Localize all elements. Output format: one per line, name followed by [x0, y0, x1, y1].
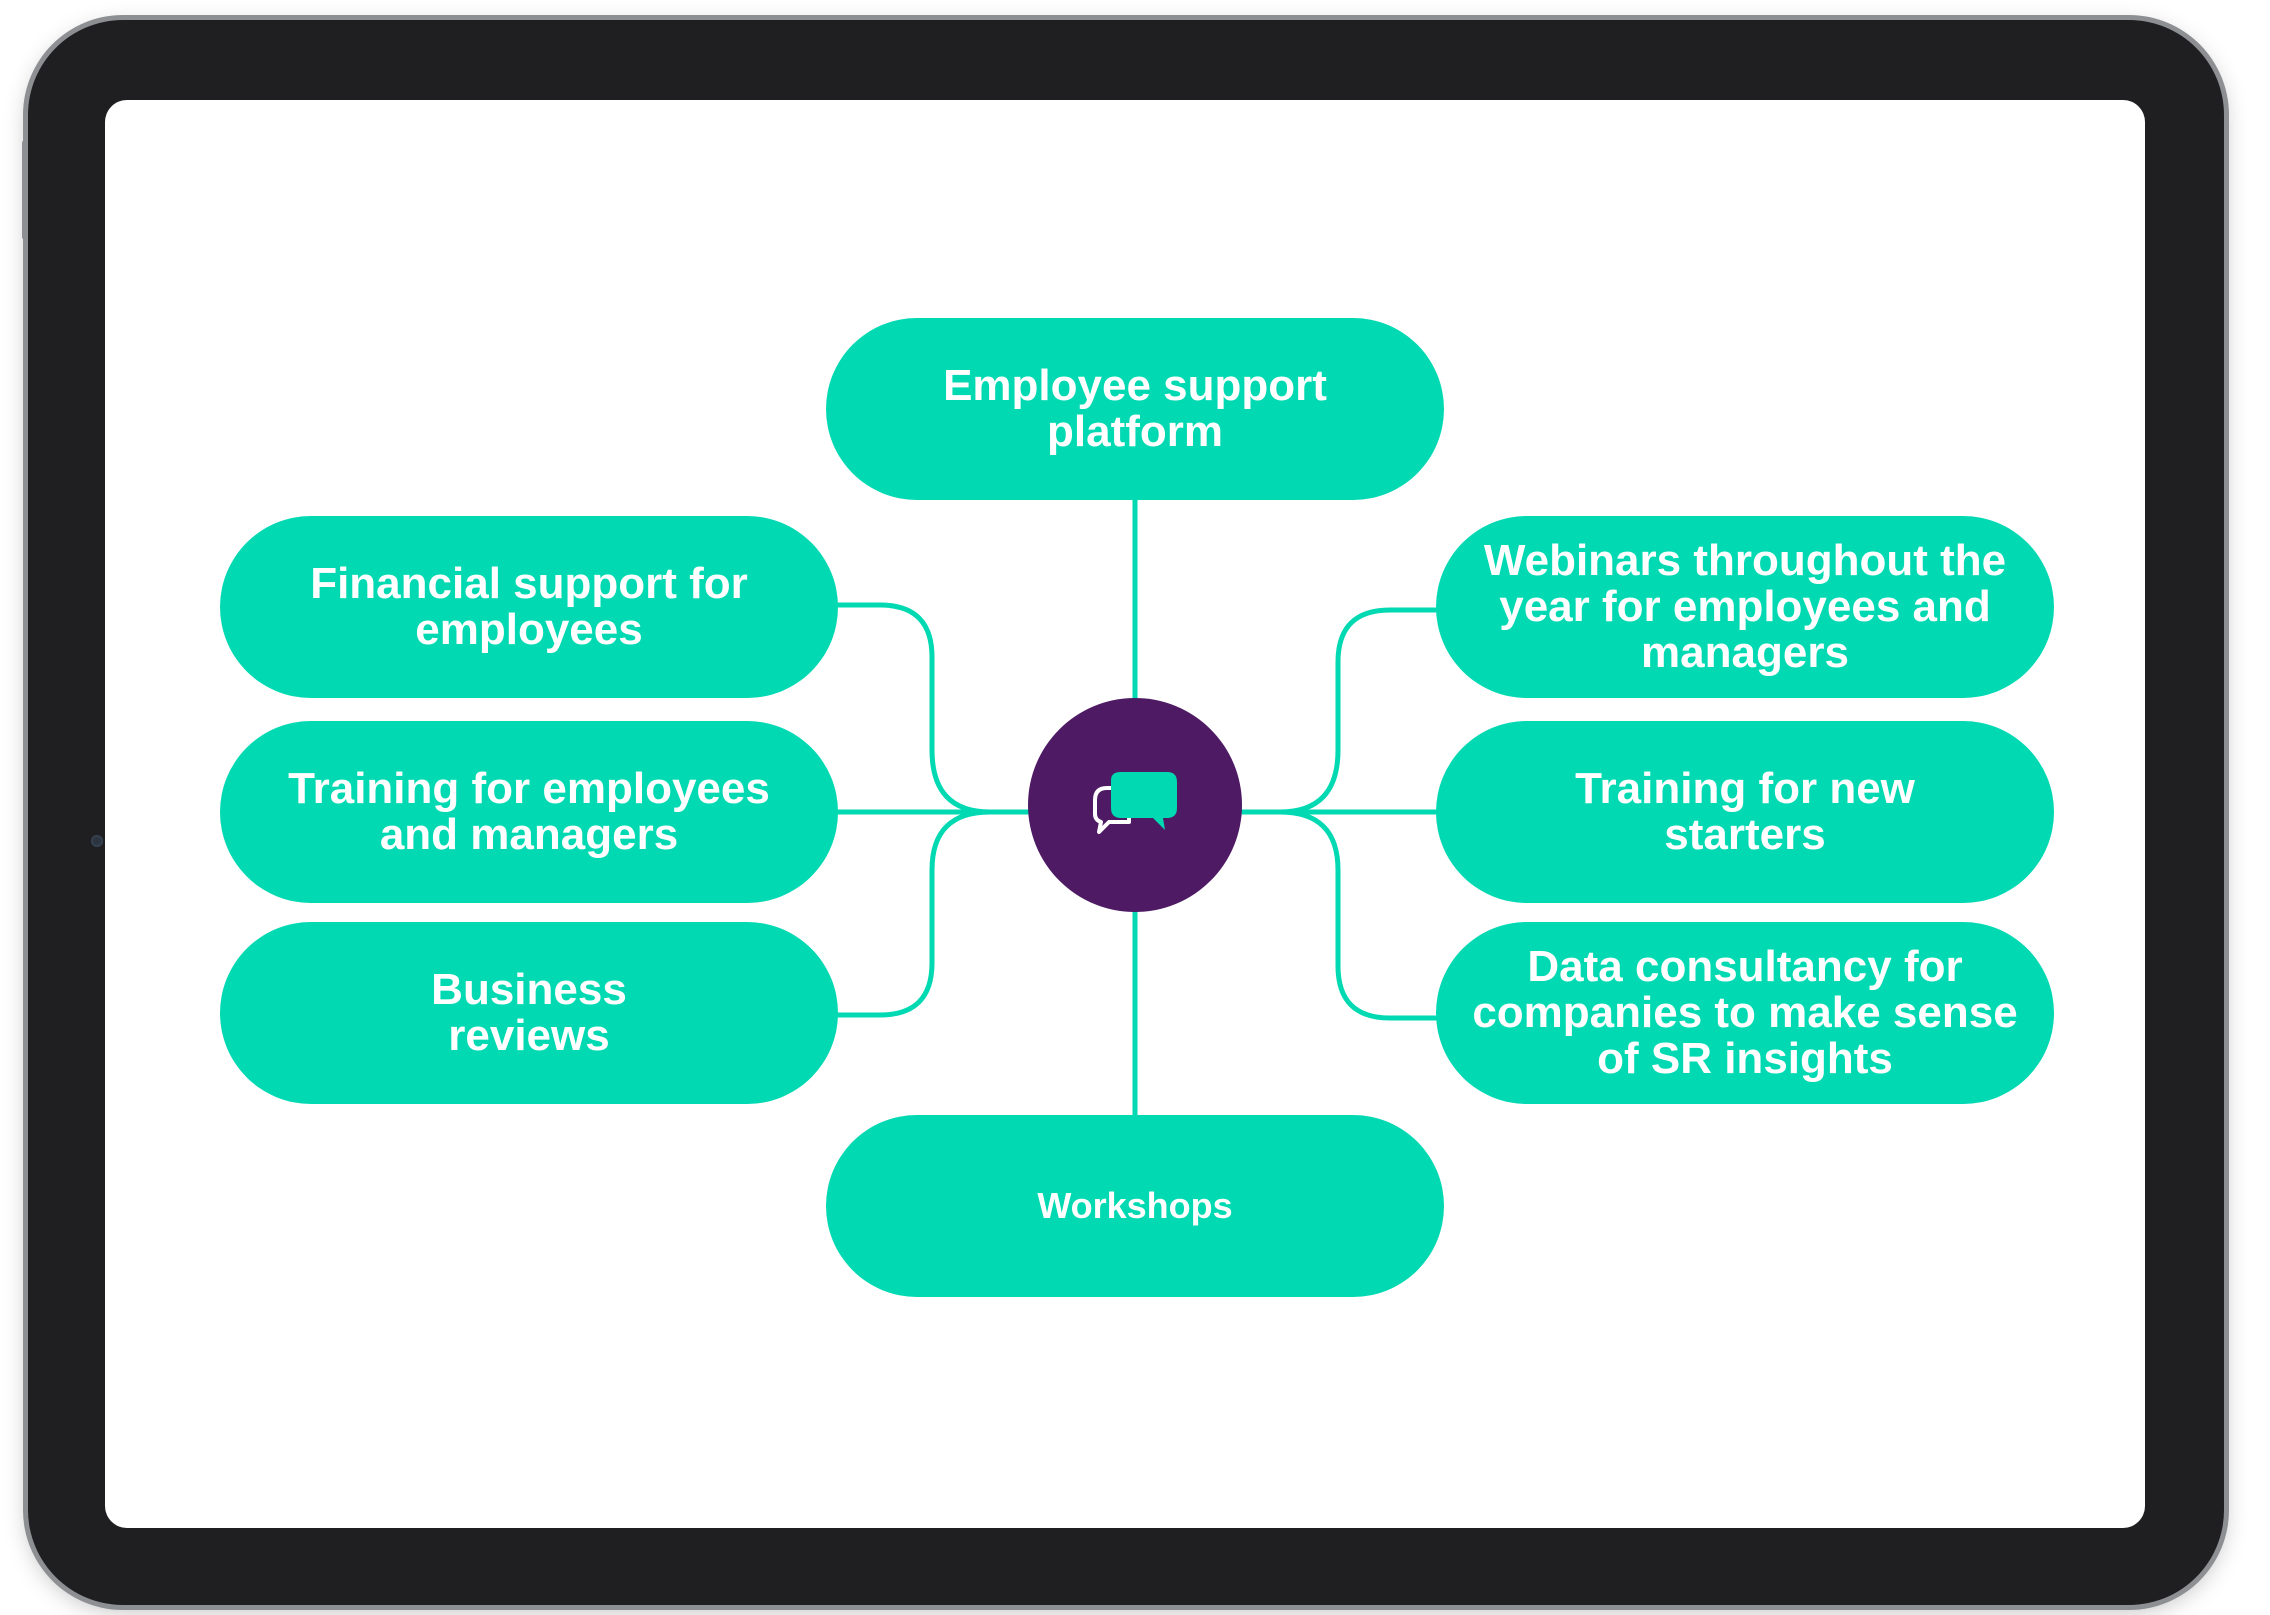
node-training-new-starters: Training for new starters	[1436, 721, 2054, 903]
node-financial-support: Financial support for employees	[220, 516, 838, 698]
node-label: Data consultancy for companies to make s…	[1472, 942, 2018, 1083]
node-label: Employee support platform	[943, 361, 1327, 456]
node-label: Financial support for employees	[310, 559, 748, 654]
connector-left-3	[835, 809, 1033, 1018]
power-button	[22, 140, 28, 240]
connector-right-3	[1237, 809, 1439, 1021]
node-workshops: Workshops	[826, 1115, 1444, 1297]
node-business-reviews: Business reviews	[220, 922, 838, 1104]
node-employee-support-platform: Employee support platform	[826, 318, 1444, 500]
hub-circle	[1028, 698, 1242, 912]
node-label: Training for new starters	[1575, 764, 1915, 859]
node-training-employees-managers: Training for employees and managers	[220, 721, 838, 903]
node-data-consultancy: Data consultancy for companies to make s…	[1436, 922, 2054, 1104]
connector-left-1	[835, 602, 1033, 815]
node-label: Business reviews	[431, 965, 627, 1060]
connector-right-1	[1237, 607, 1439, 815]
node-webinars: Webinars throughout the year for employe…	[1436, 516, 2054, 698]
node-label: Webinars throughout the year for employe…	[1483, 536, 2007, 677]
node-label: Workshops	[1037, 1185, 1233, 1226]
node-label: Training for employees and managers	[288, 764, 770, 859]
chat-bubbles-icon	[1093, 772, 1177, 834]
front-camera	[91, 835, 103, 847]
